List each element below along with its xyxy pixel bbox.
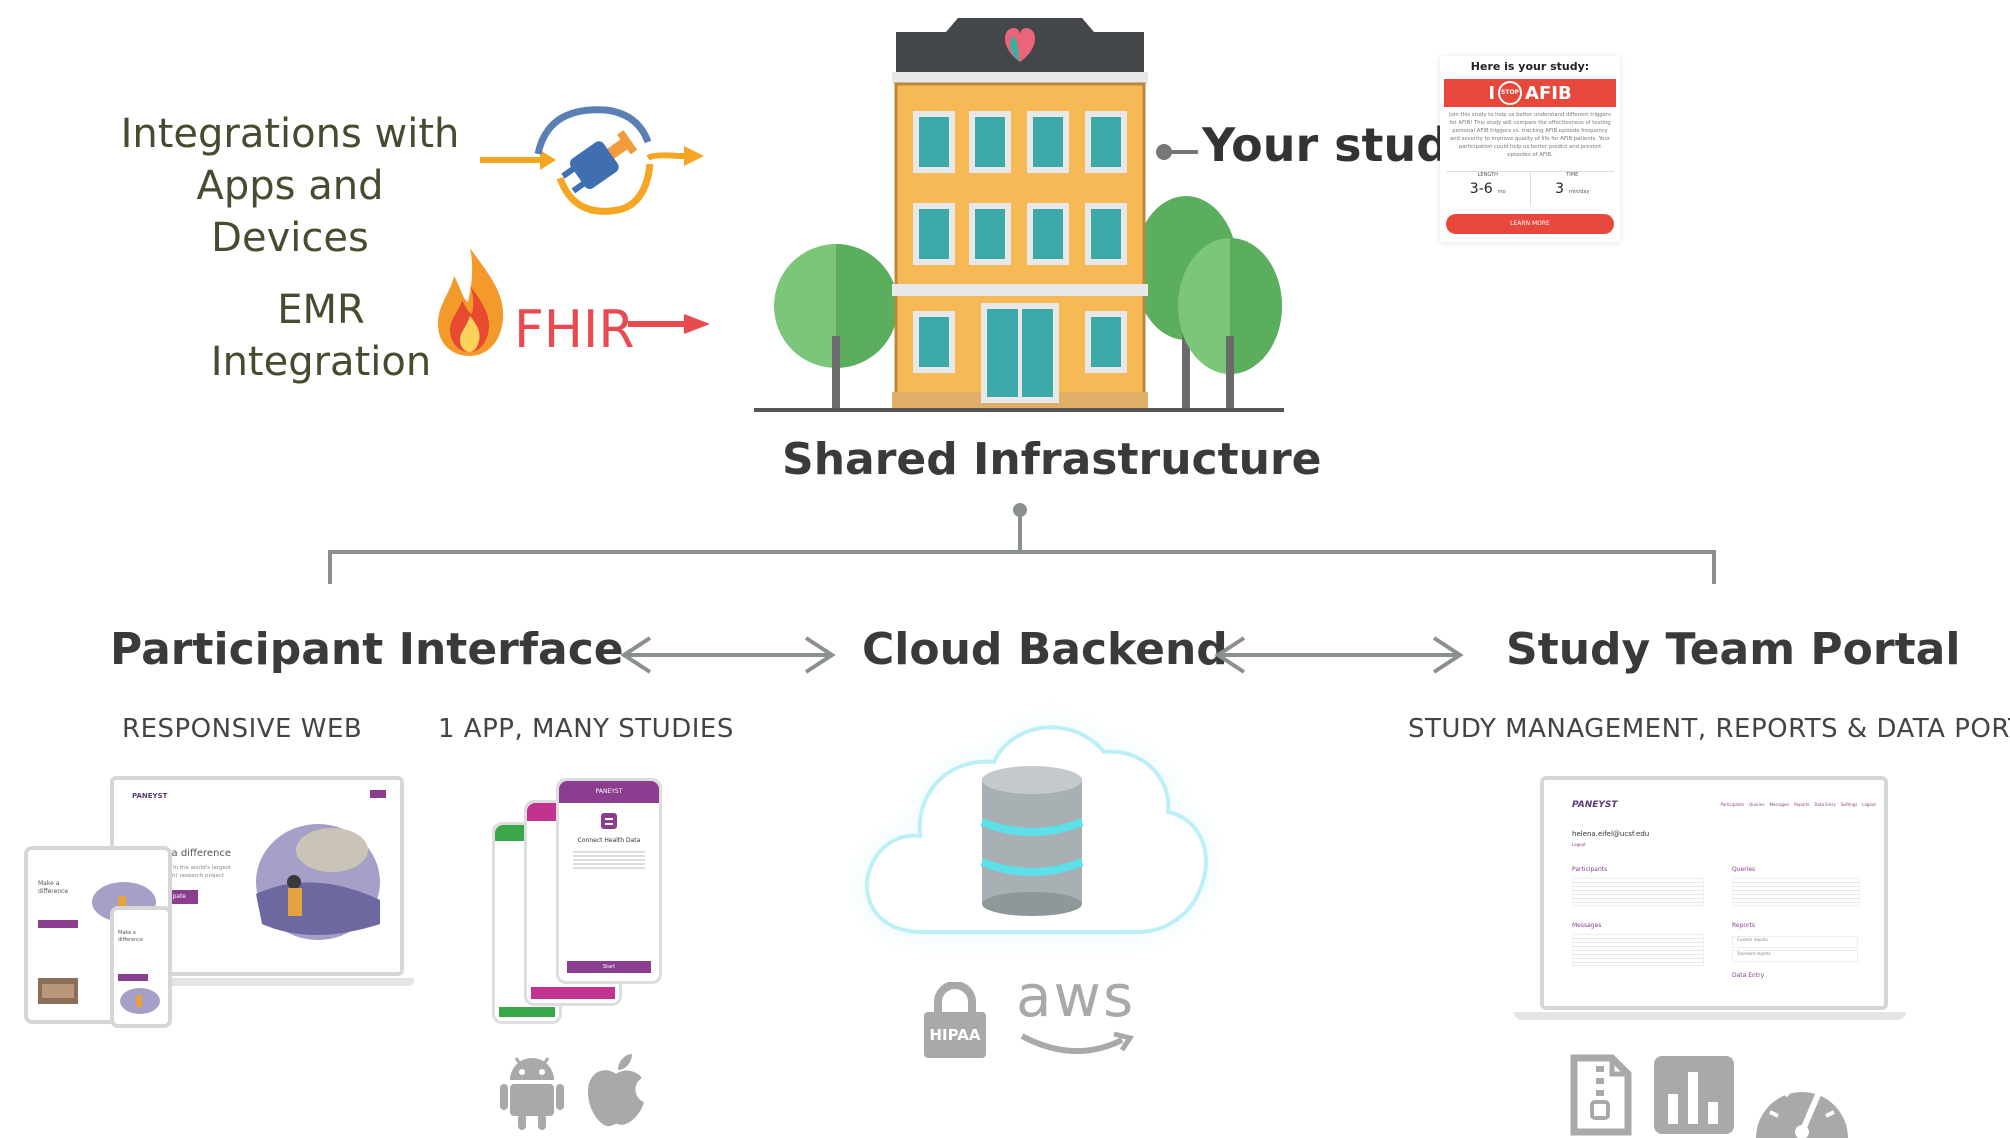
brand-name: AFIB	[1525, 82, 1572, 104]
laptop-base	[100, 978, 414, 986]
portal-reports-heading[interactable]: Reports	[1732, 922, 1756, 929]
portal-report-item-custom[interactable]: Custom reports	[1732, 936, 1858, 948]
portal-nav-reports[interactable]: Reports	[1794, 802, 1810, 807]
brand-prefix: I	[1488, 82, 1496, 104]
learn-more-button[interactable]: LEARN MORE	[1446, 214, 1614, 234]
length-label: LENGTH	[1477, 172, 1498, 178]
app-subtitle: 1 APP, MANY STUDIES	[438, 714, 734, 744]
time-stat: TIME 3 min/day	[1531, 172, 1615, 206]
plug-icon	[480, 106, 704, 215]
fhir-arrow-icon	[628, 314, 710, 334]
shared-infrastructure-title: Shared Infrastructure	[782, 434, 1322, 485]
time-value: 3	[1555, 181, 1564, 197]
hierarchy-connector	[328, 503, 1716, 584]
bar-chart-icon	[1654, 1056, 1734, 1134]
portal-nav-queries[interactable]: Queries	[1749, 802, 1765, 807]
emr-line1: EMR	[277, 287, 365, 333]
study-team-portal-title: Study Team Portal	[1506, 624, 1961, 675]
green-footer	[499, 1007, 555, 1017]
phone-web-image	[120, 988, 160, 1014]
portal-subtitle: STUDY MANAGEMENT, REPORTS & DATA PORTAL	[1408, 714, 2010, 744]
app-header: PANEYST	[559, 781, 659, 803]
zip-file-icon	[1570, 1054, 1632, 1136]
web-brand: PANEYST	[132, 792, 168, 800]
magenta-footer	[531, 987, 615, 999]
portal-participants-heading[interactable]: Participants	[1572, 866, 1608, 873]
emr-line2: Integration	[210, 339, 432, 385]
cloud-backend-title: Cloud Backend	[862, 624, 1228, 675]
emr-integration-label: EMR Integration	[196, 284, 446, 388]
study-card[interactable]: Here is your study: I STOP AFIB Join thi…	[1440, 56, 1620, 242]
gauge-icon	[1756, 1078, 1848, 1138]
study-card-description: Join this study to help us better unders…	[1449, 112, 1611, 158]
portal-nav-participants[interactable]: Participants	[1720, 802, 1745, 807]
study-card-stats: LENGTH 3-6 mo TIME 3 min/day	[1446, 171, 1614, 206]
portal-participants-box	[1572, 878, 1704, 906]
web-hero-title: Make a difference	[142, 848, 232, 859]
aws-label: aws	[1016, 962, 1136, 1030]
apps-integration-line1: Integrations with	[120, 111, 460, 157]
study-card-banner: I STOP AFIB	[1444, 79, 1616, 107]
portal-nav-settings[interactable]: Settings	[1840, 802, 1858, 807]
your-study-label: Your study	[1202, 118, 1480, 172]
portal-messages-box	[1572, 934, 1704, 966]
portal-messages-heading[interactable]: Messages	[1572, 922, 1602, 929]
phone-web-cta[interactable]	[118, 974, 148, 981]
portal-user-logout[interactable]: Logout	[1572, 842, 1586, 847]
participant-interface-title: Participant Interface	[110, 624, 624, 675]
length-value: 3-6	[1469, 181, 1493, 197]
portal-nav: Participants Queries Messages Reports Da…	[1721, 802, 1877, 807]
phone-web-title: Make a difference	[118, 930, 144, 943]
length-stat: LENGTH 3-6 mo	[1446, 172, 1531, 206]
checklist-icon	[601, 813, 617, 829]
building-icon	[754, 18, 1284, 412]
portal-queries-box	[1732, 878, 1860, 906]
double-arrow-right	[1214, 636, 1464, 674]
portal-laptop-base	[1514, 1012, 1906, 1020]
app-screen-text	[573, 849, 645, 871]
apple-icon	[588, 1054, 644, 1127]
double-arrow-left	[620, 636, 836, 674]
apps-integration-label: Integrations with Apps and Devices	[118, 108, 462, 264]
length-unit: mo	[1497, 189, 1506, 195]
responsive-web-subtitle: RESPONSIVE WEB	[122, 714, 363, 744]
portal-user-email: helena.eifel@ucsf.edu	[1572, 830, 1650, 838]
tablet-cta-button[interactable]	[38, 920, 78, 928]
web-nav-button[interactable]	[370, 790, 386, 798]
apps-integration-line2: Apps and Devices	[196, 163, 384, 261]
study-card-header: Here is your study:	[1470, 60, 1590, 73]
portal-queries-heading[interactable]: Queries	[1732, 866, 1756, 873]
android-icon	[500, 1057, 564, 1130]
time-unit: min/day	[1569, 189, 1590, 195]
fhir-label: FHIR	[514, 300, 635, 360]
portal-nav-messages[interactable]: Messages	[1769, 802, 1790, 807]
stop-badge-icon: STOP	[1498, 81, 1523, 105]
portal-nav-data-entry[interactable]: Data Entry	[1814, 802, 1836, 807]
portal-nav-logout[interactable]: Logout	[1862, 802, 1876, 807]
portal-brand: PANEYST	[1572, 800, 1618, 810]
lavender-field-image	[256, 824, 380, 940]
app-screen-title: Connect Health Data	[577, 837, 641, 844]
your-study-connector	[1156, 144, 1198, 160]
portal-laptop-mockup: PANEYST Participants Queries Messages Re…	[1514, 776, 1906, 1020]
time-label: TIME	[1566, 172, 1579, 178]
portal-data-entry-heading[interactable]: Data Entry	[1732, 972, 1765, 979]
portal-report-item-standard[interactable]: Standard reports	[1732, 950, 1858, 962]
tablet-title: Make a difference	[38, 880, 69, 895]
flame-icon	[438, 248, 504, 356]
web-hero-text: Participate in the world's largest (robo…	[142, 865, 231, 879]
phone-web-mockup: Make a difference	[110, 906, 172, 1028]
phone-front-app: PANEYST Connect Health Data Start	[556, 778, 662, 984]
database-icon	[980, 766, 1084, 916]
lock-icon	[924, 982, 986, 1058]
app-brand: PANEYST	[595, 788, 623, 795]
tablet-photo	[38, 978, 78, 1004]
aws-smile-icon	[1020, 1031, 1135, 1055]
hipaa-label: HIPAA	[929, 1026, 981, 1044]
app-start-button[interactable]: Start	[567, 961, 651, 973]
